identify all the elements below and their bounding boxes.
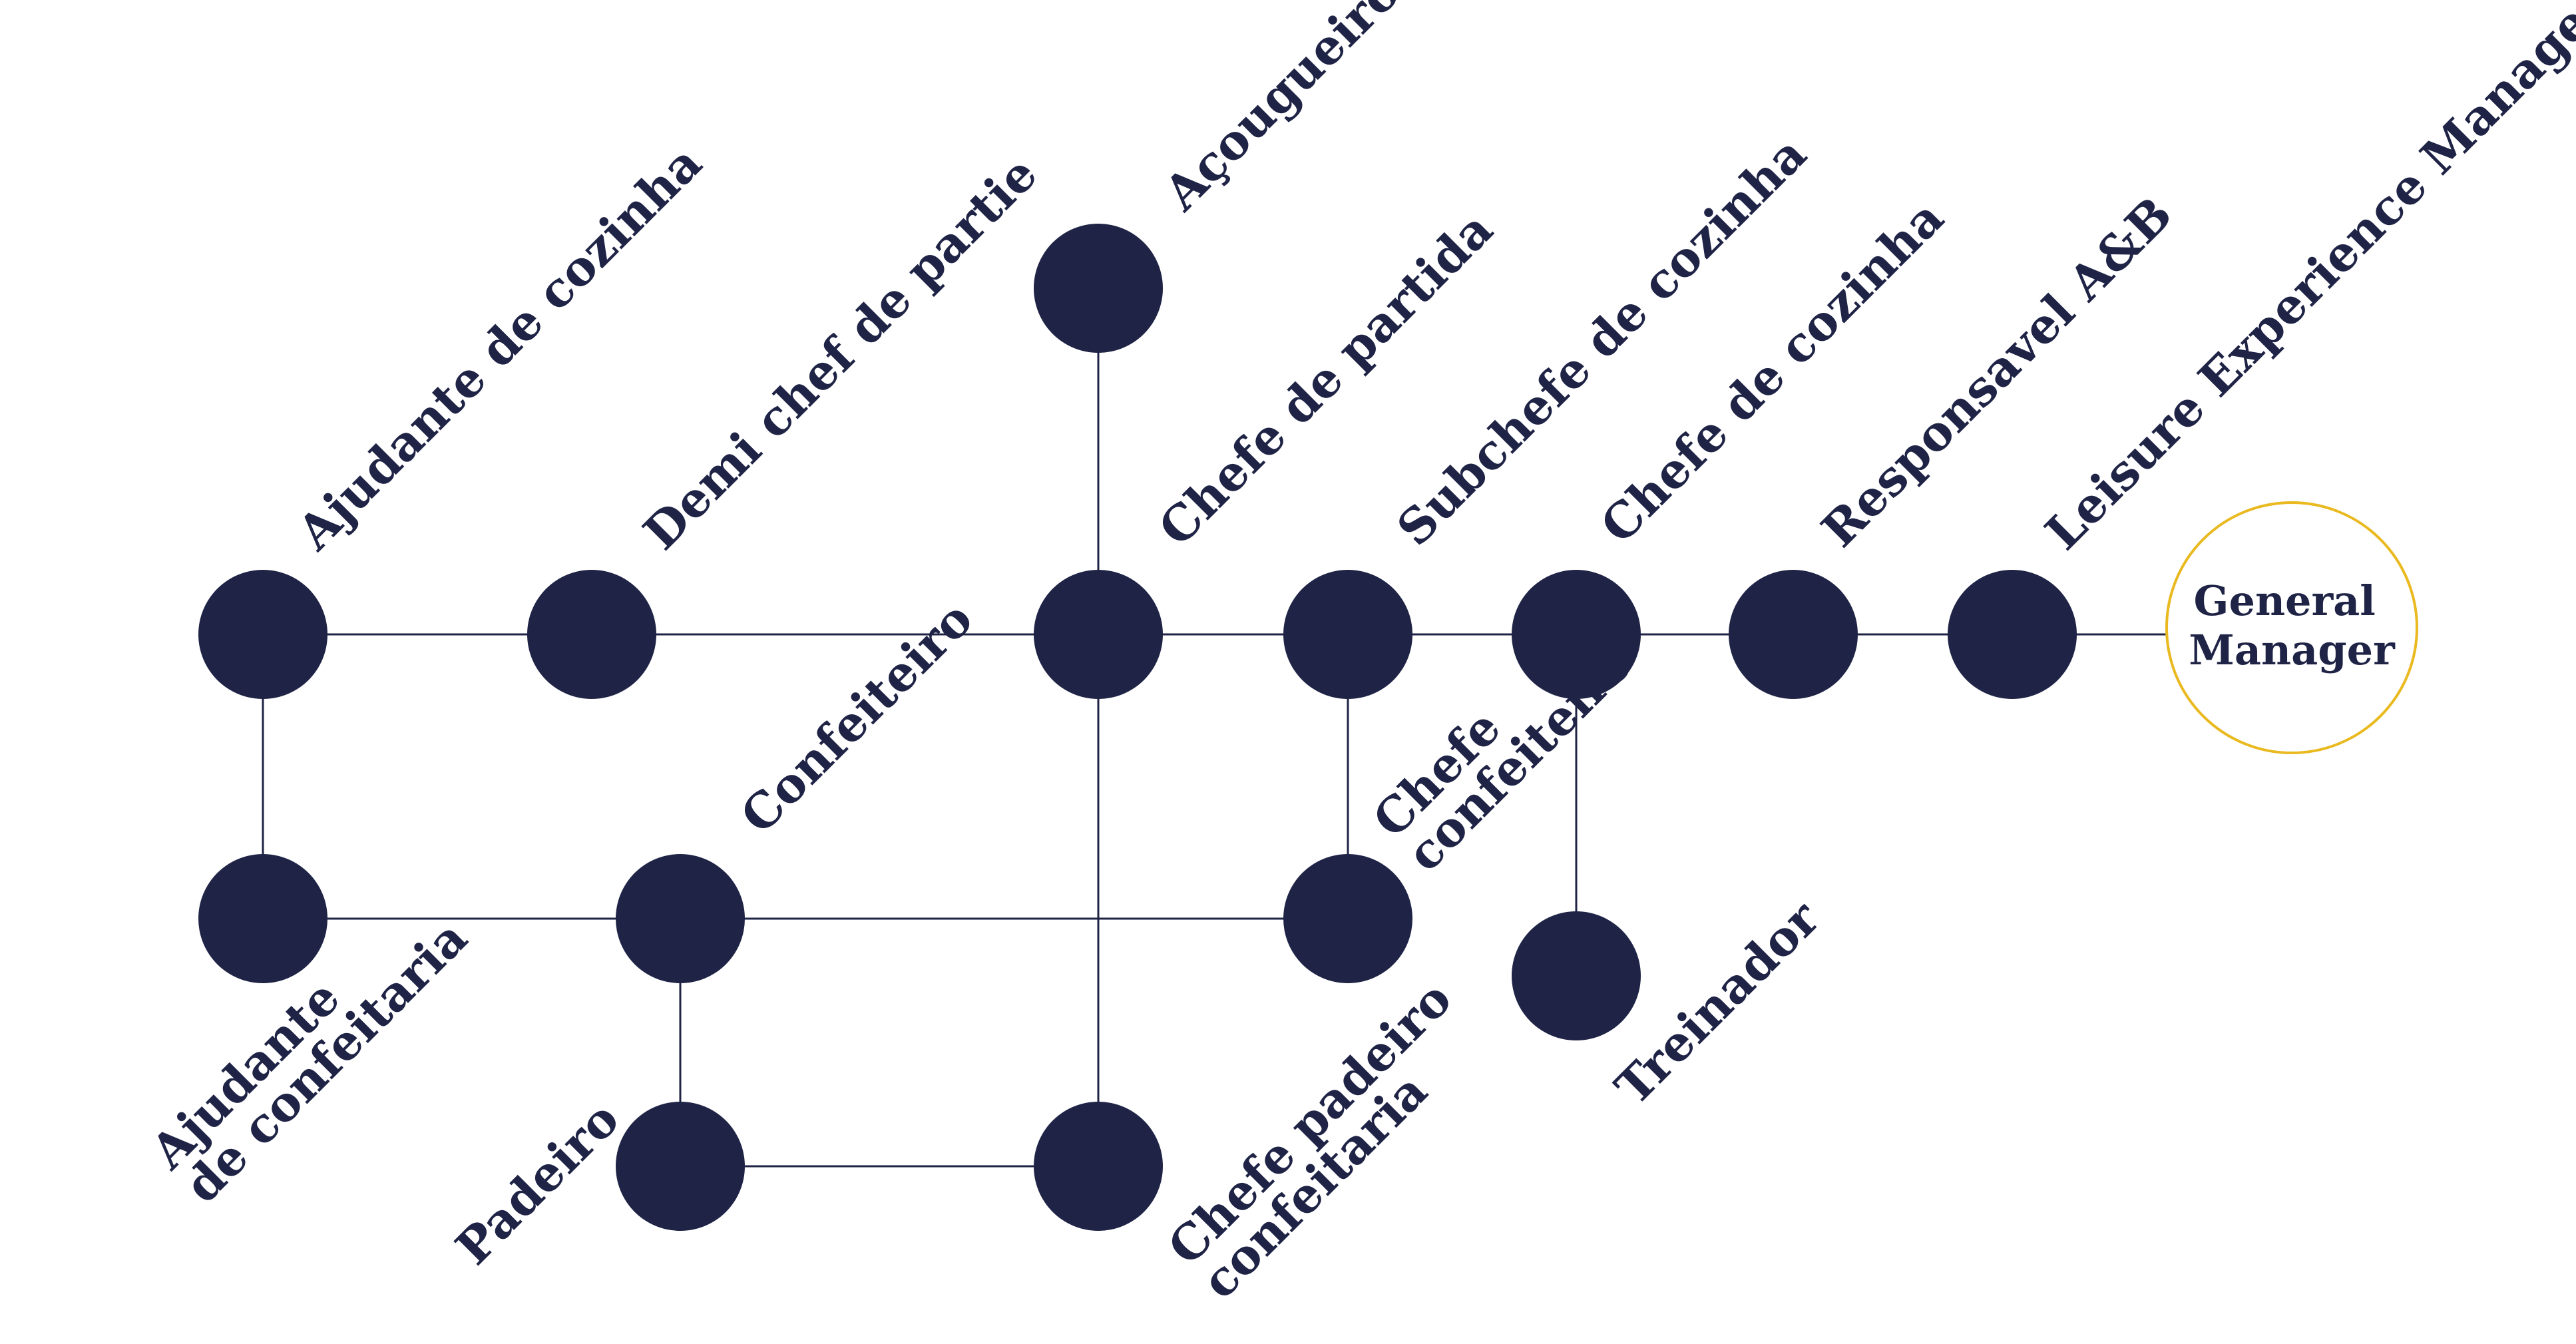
label-demi-chef-de-partie: Demi chef de partie [632, 145, 1048, 560]
label-general-manager-line2: Manager [2189, 626, 2396, 674]
node-ajudante-de-confeitaria [198, 854, 327, 983]
node-ajudante-de-cozinha [198, 570, 327, 699]
label-padeiro: Padeiro [445, 1090, 630, 1275]
label-general-manager-line1: General [2194, 576, 2376, 625]
label-general-manager: General Manager [2189, 576, 2396, 674]
node-chefe-padeiro-confeitaria [1034, 1102, 1163, 1231]
node-subchefe-de-cozinha [1283, 570, 1412, 699]
node-padeiro [616, 1102, 745, 1231]
node-responsavel-ab [1729, 570, 1858, 699]
node-treinador [1512, 911, 1641, 1040]
label-confeiteiro: Confeiteiro [730, 590, 983, 844]
node-chefe-de-cozinha [1512, 570, 1641, 699]
node-acougueiro [1034, 224, 1163, 353]
node-demi-chef-de-partie [527, 570, 656, 699]
node-chefe-confeiteiro [1283, 854, 1412, 983]
label-chefe-padeiro-confeitaria: Chefe padeiro confeitaria [1157, 959, 1508, 1309]
nodes [198, 224, 2077, 1231]
label-acougueiro: Açougueiro [1152, 0, 1410, 222]
node-general-manager [2165, 501, 2418, 754]
node-leisure-experience-manager [1948, 570, 2077, 699]
label-treinador: Treinador [1604, 889, 1830, 1116]
label-ajudante-de-cozinha: Ajudante de cozinha [286, 134, 712, 561]
node-chefe-de-partida [1034, 570, 1163, 699]
node-confeiteiro [616, 854, 745, 983]
label-subchefe-de-cozinha: Subchefe de cozinha [1386, 125, 1817, 557]
